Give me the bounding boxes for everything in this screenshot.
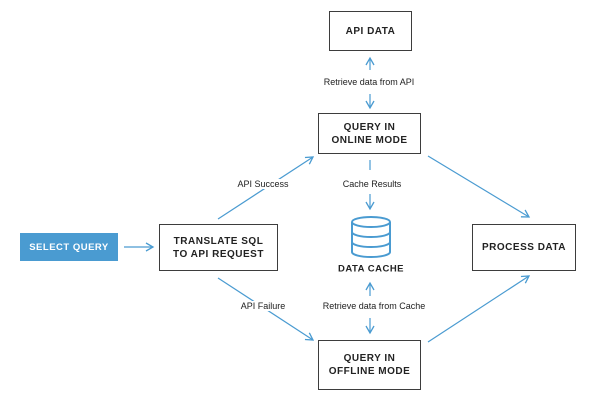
query-offline-node: QUERY IN OFFLINE MODE <box>318 340 421 390</box>
api-data-node: API DATA <box>329 11 412 51</box>
database-icon <box>351 216 391 258</box>
edge-label-api-success: API Success <box>235 179 291 189</box>
process-data-node: PROCESS DATA <box>472 224 576 271</box>
query-online-node: QUERY IN ONLINE MODE <box>318 113 421 154</box>
edge-label-retrieve-from-cache: Retrieve data from Cache <box>320 301 428 311</box>
arrow-offline-to-process <box>427 275 531 343</box>
translate-sql-node: TRANSLATE SQL TO API REQUEST <box>159 224 278 271</box>
data-cache-label: DATA CACHE <box>337 263 405 275</box>
arrow-online-to-process <box>427 155 531 218</box>
edge-label-api-failure: API Failure <box>238 301 288 311</box>
edge-label-retrieve-from-api: Retrieve data from API <box>321 77 417 87</box>
edge-label-cache-results: Cache Results <box>340 179 404 189</box>
select-query-node: SELECT QUERY <box>20 233 118 261</box>
